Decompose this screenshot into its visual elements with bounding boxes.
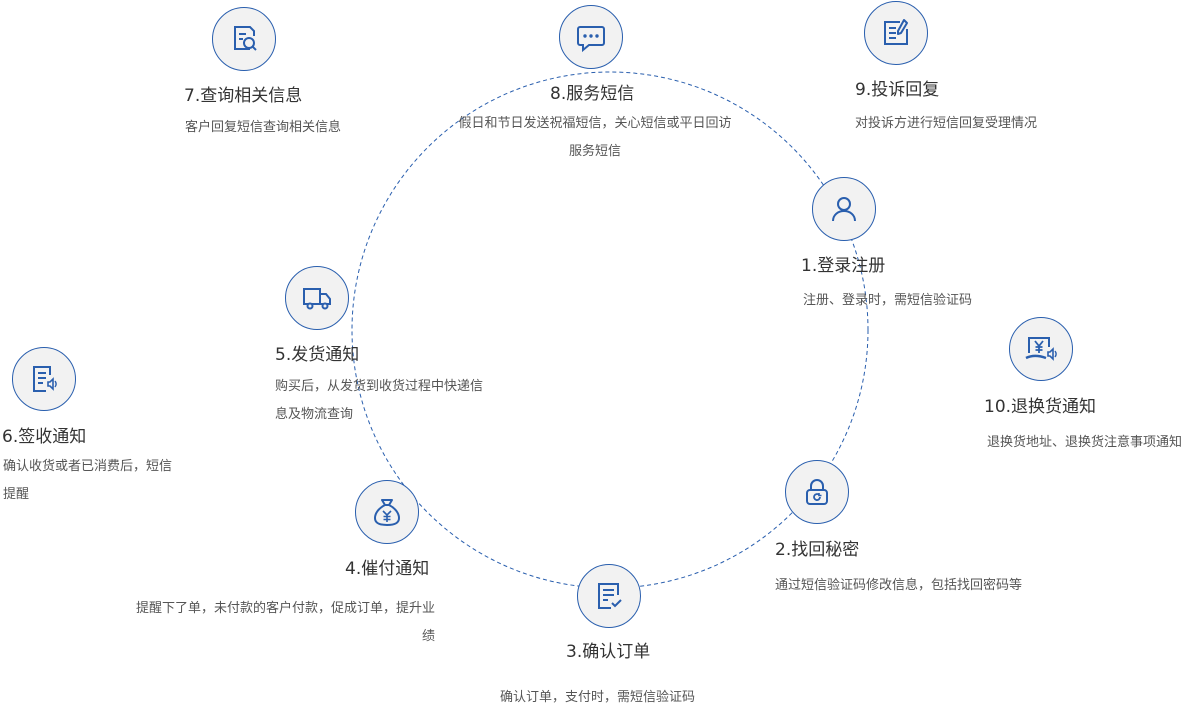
node-desc: 客户回复短信查询相关信息 [185,120,342,135]
node-desc: 退换货地址、退换货注意事项通知 [987,435,1183,450]
icon-circle [12,347,76,411]
icon-circle [785,460,849,524]
user-icon [832,197,856,222]
node-desc: 确认订单，支付时，需短信验证码 [499,690,695,705]
icon-circle [864,1,928,65]
icon-circle [212,7,276,71]
node-title: 10.退换货通知 [984,397,1097,417]
icon-circle [812,177,876,241]
node-title: 4.催付通知 [345,559,430,579]
lock-refresh-icon [806,479,828,505]
node-title: 8.服务短信 [550,84,635,104]
node-desc: 假日和节日发送祝福短信，关心短信或平日回访服务短信 [458,116,732,159]
document-speaker-icon [33,366,57,392]
node-desc: 提醒下了单，未付款的客户付款，促成订单，提升业绩 [135,601,435,644]
node-title: 2.找回秘密 [775,540,860,560]
checklist-icon [598,583,622,609]
chat-bubble-icon [577,26,605,53]
money-bag-icon [373,499,401,527]
yen-speaker-icon [1025,337,1057,361]
node-title: 3.确认订单 [566,642,651,662]
document-edit-icon [884,19,908,45]
node-desc: 对投诉方进行短信回复受理情况 [855,116,1038,131]
node-desc: 通过短信验证码修改信息，包括找回密码等 [775,578,1023,593]
node-title: 6.签收通知 [2,427,87,447]
icon-circle [559,5,623,69]
document-search-icon [234,26,257,51]
truck-icon [303,288,331,310]
node-title: 5.发货通知 [275,345,360,365]
icon-circle [1009,317,1073,381]
node-desc: 购买后，从发货到收货过程中快递信息及物流查询 [275,379,484,422]
icon-circle [355,480,419,544]
node-title: 9.投诉回复 [855,80,940,100]
node-desc: 注册、登录时，需短信验证码 [803,293,973,308]
icon-circle [285,266,349,330]
node-title: 7.查询相关信息 [184,86,303,106]
icon-circle [577,564,641,628]
node-title: 1.登录注册 [801,256,886,276]
node-desc: 确认收货或者已消费后，短信提醒 [3,459,173,502]
